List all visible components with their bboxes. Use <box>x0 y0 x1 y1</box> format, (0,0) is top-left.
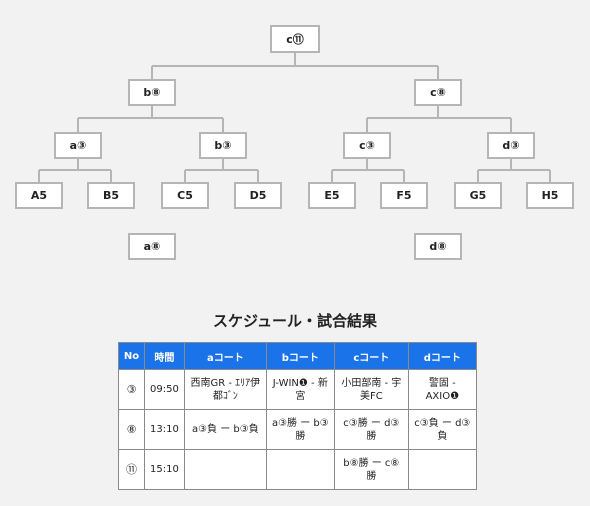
bracket-team-b5: B5 <box>87 182 135 209</box>
schedule-title: スケジュール・試合結果 <box>213 312 377 330</box>
bracket-semi-c8: c⑧ <box>414 79 462 106</box>
cell-match-no: ⑧ <box>118 409 145 450</box>
cell-court-c: 小田部南 - 宇美FC <box>333 369 409 410</box>
header-court-d: dコート <box>407 342 477 370</box>
cell-time: 09:50 <box>144 369 185 410</box>
bracket-team-e5: E5 <box>308 182 356 209</box>
header-court-c: cコート <box>333 342 409 370</box>
cell-time: 13:10 <box>144 409 185 450</box>
cell-court-d: c③負 ー d③負 <box>407 409 477 450</box>
header-time: 時間 <box>144 342 185 370</box>
cell-court-b <box>265 449 335 490</box>
cell-court-a: a③負 ー b③負 <box>183 409 267 450</box>
cell-court-d: 警固 - AXIO❶ <box>407 369 477 410</box>
bracket-team-g5: G5 <box>454 182 502 209</box>
cell-court-a <box>183 449 267 490</box>
cell-court-a: 西南GR - ｴﾘｱ伊都ｺﾞﾝ <box>183 369 267 410</box>
cell-court-b: J-WIN❶ - 新宮 <box>265 369 335 410</box>
bracket-team-f5: F5 <box>380 182 428 209</box>
bracket-consolation-d8: d⑧ <box>414 233 462 260</box>
bracket-team-h5: H5 <box>526 182 574 209</box>
header-court-a: aコート <box>183 342 267 370</box>
table-row: ③ 09:50 西南GR - ｴﾘｱ伊都ｺﾞﾝ J-WIN❶ - 新宮 小田部南… <box>118 369 477 410</box>
table-row: ⑪ 15:10 b⑧勝 ー c⑧勝 <box>118 449 477 490</box>
bracket-team-c5: C5 <box>161 182 209 209</box>
schedule-table: No 時間 aコート bコート cコート dコート ③ 09:50 西南GR -… <box>118 342 477 490</box>
cell-court-c: b⑧勝 ー c⑧勝 <box>333 449 409 490</box>
cell-court-d <box>407 449 477 490</box>
bracket-quarter-b3: b③ <box>199 132 247 159</box>
bracket-consolation-a8: a⑧ <box>128 233 176 260</box>
cell-court-b: a③勝 ー b③勝 <box>265 409 335 450</box>
bracket-quarter-a3: a③ <box>54 132 102 159</box>
bracket-team-d5: D5 <box>234 182 282 209</box>
bracket-team-a5: A5 <box>15 182 63 209</box>
bracket-quarter-c3: c③ <box>343 132 391 159</box>
header-court-b: bコート <box>265 342 335 370</box>
cell-court-c: c③勝 ー d③勝 <box>333 409 409 450</box>
table-row: ⑧ 13:10 a③負 ー b③負 a③勝 ー b③勝 c③勝 ー d③勝 c③… <box>118 409 477 450</box>
cell-match-no: ③ <box>118 369 145 410</box>
bracket-semi-b8: b⑧ <box>128 79 176 106</box>
bracket-final-c11: c⑪ <box>270 25 320 53</box>
cell-time: 15:10 <box>144 449 185 490</box>
bracket-quarter-d3: d③ <box>487 132 535 159</box>
cell-match-no: ⑪ <box>118 449 145 490</box>
schedule-header-row: No 時間 aコート bコート cコート dコート <box>118 342 477 370</box>
header-no: No <box>118 342 145 370</box>
